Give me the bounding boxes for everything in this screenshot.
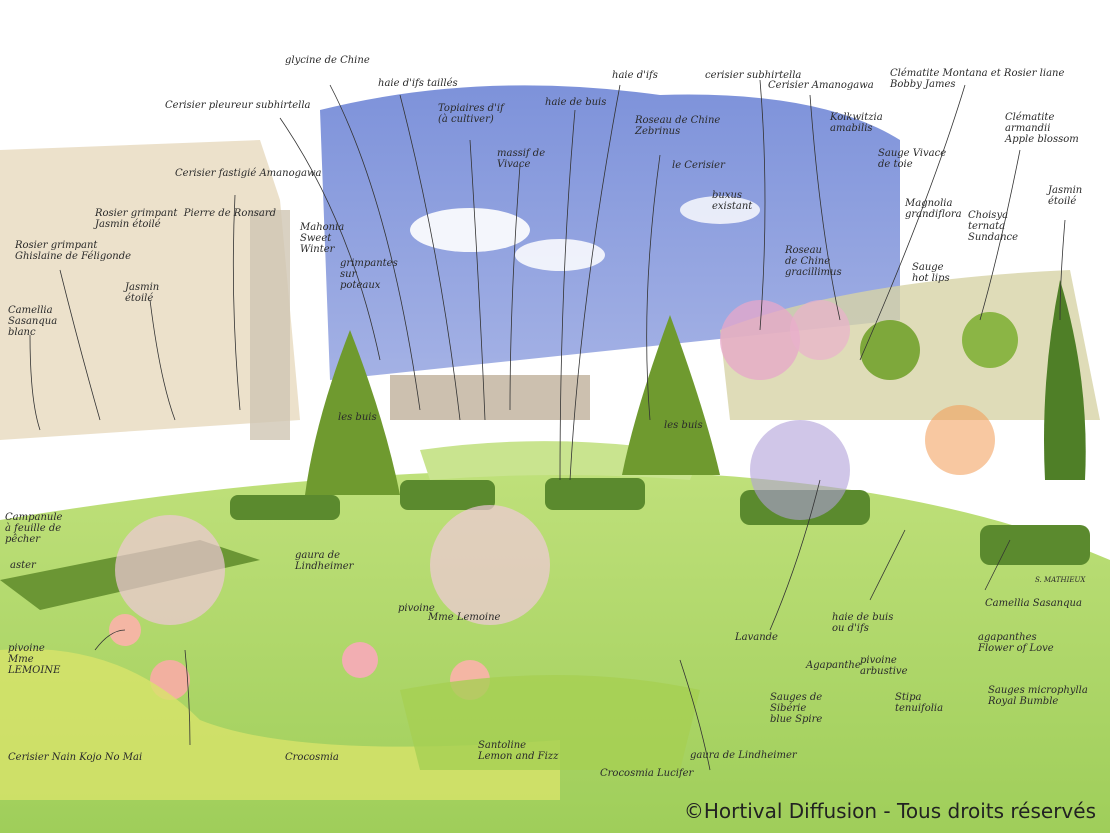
label-clematite-armandii: Clématite armandii Apple blossom bbox=[1005, 112, 1079, 145]
label-roseau-gracillimus: Roseau de Chine gracillimus bbox=[785, 245, 842, 278]
label-cerisier-subhirtella: cerisier subhirtella bbox=[705, 70, 802, 81]
box-hedge bbox=[400, 480, 495, 510]
label-haie-ifs-tailles: haie d'ifs taillés bbox=[378, 78, 458, 89]
label-glycine: glycine de Chine bbox=[285, 55, 370, 66]
stone-pillar bbox=[250, 210, 290, 440]
label-les-buis-left: les buis bbox=[338, 412, 377, 423]
label-lavande: Lavande bbox=[735, 632, 778, 643]
label-haie-buis-ifs: haie de buis ou d'ifs bbox=[832, 612, 894, 634]
pink-tree-front bbox=[430, 505, 550, 625]
label-roseau-zebrinus: Roseau de Chine Zebrinus bbox=[635, 115, 721, 137]
label-camellia-left: Camellia Sasanqua blanc bbox=[8, 305, 58, 338]
label-pivoine-left: pivoine Mme LEMOINE bbox=[8, 643, 61, 676]
lavender-bed bbox=[750, 420, 850, 520]
cloud bbox=[515, 239, 605, 271]
label-kolkwitzia: Kolkwitzia amabilis bbox=[830, 112, 883, 134]
label-stipa: Stipa tenuifolia bbox=[895, 692, 944, 714]
label-grimpantes: grimpantes sur poteaux bbox=[340, 258, 398, 291]
label-magnolia: Magnolia grandiflora bbox=[905, 198, 962, 220]
box-hedge bbox=[545, 478, 645, 510]
label-cerisier: le Cerisier bbox=[672, 160, 725, 171]
label-pivoine-top: pivoine bbox=[398, 603, 435, 614]
orange-flowers bbox=[925, 405, 995, 475]
label-choisya: Choisya ternata Sundance bbox=[968, 210, 1019, 243]
label-topiaires: Topiaires d'if (à cultiver) bbox=[438, 103, 504, 125]
label-sauges-microphylla: Sauges microphylla Royal Bumble bbox=[988, 685, 1088, 707]
label-rosier-pierre-ronsard: Rosier grimpant Pierre de Ronsard Jasmin… bbox=[95, 208, 277, 230]
label-santoline: Santoline Lemon and Fizz bbox=[478, 740, 559, 762]
label-sauge-vivace: Sauge Vivace de toie bbox=[878, 148, 947, 170]
label-rosier-feligonde: Rosier grimpant Ghislaine de Féligonde bbox=[15, 240, 132, 262]
columnar-tree bbox=[1044, 280, 1086, 480]
label-cerisier-amanogawa: Cerisier Amanogawa bbox=[768, 80, 874, 91]
peony bbox=[342, 642, 378, 678]
label-sauges-siberie: Sauges de Sibérie blue Spire bbox=[770, 692, 823, 725]
stone-wall bbox=[0, 140, 300, 440]
pink-tree bbox=[720, 300, 800, 380]
label-camellia-right: Camellia Sasanqua bbox=[985, 598, 1082, 609]
label-crocosmia: Crocosmia bbox=[285, 752, 339, 763]
label-sauge-hotlips: Sauge hot lips bbox=[912, 262, 950, 284]
label-gaura-bottom: gaura de Lindheimer bbox=[690, 750, 797, 761]
label-mahonia: Mahonia Sweet Winter bbox=[300, 222, 345, 255]
shrub bbox=[860, 320, 920, 380]
cloud bbox=[410, 208, 530, 252]
label-cerisier-fastigie: Cerisier fastigié Amanogawa bbox=[175, 168, 322, 179]
topiary-cone-right bbox=[622, 315, 720, 475]
label-agapanthes-flower: agapanthes Flower of Love bbox=[978, 632, 1054, 654]
label-mme-lemoine: Mme Lemoine bbox=[428, 612, 501, 623]
topiary-cone-left bbox=[305, 330, 400, 495]
label-jasmin-etoile-left: Jasmin étoilé bbox=[125, 282, 160, 304]
label-gaura-top: gaura de Lindheimer bbox=[295, 550, 354, 572]
santolina-bed bbox=[400, 675, 700, 770]
pink-tree-front bbox=[115, 515, 225, 625]
label-aster: aster bbox=[10, 560, 36, 571]
leader-lines bbox=[29, 79, 1066, 771]
distant-house bbox=[390, 375, 590, 420]
label-cerisier-nain: Cerisier Nain Kojo No Mai bbox=[8, 752, 143, 763]
label-buxus: buxus existant bbox=[712, 190, 753, 212]
label-crocosmia-lucifer: Crocosmia Lucifer bbox=[600, 768, 694, 779]
box-hedge bbox=[230, 495, 340, 520]
label-massif-vivace: massif de Vivace bbox=[497, 148, 546, 170]
label-pivoine-arbustive: pivoine arbustive bbox=[860, 655, 908, 677]
label-campanule: Campanule à feuille de pêcher bbox=[5, 512, 63, 545]
shrub bbox=[962, 312, 1018, 368]
label-jasmin-etoile-right: Jasmin étoilé bbox=[1048, 185, 1083, 207]
box-hedge bbox=[980, 525, 1090, 565]
pink-tree bbox=[790, 300, 850, 360]
label-haie-ifs: haie d'ifs bbox=[612, 70, 658, 81]
label-haie-buis-top-text: haie de buis bbox=[545, 97, 607, 108]
label-cerisier-pleureur: Cerisier pleureur subhirtella bbox=[165, 100, 311, 111]
copyright-notice: ©Hortival Diffusion - Tous droits réserv… bbox=[683, 799, 1096, 823]
label-les-buis-right: les buis bbox=[664, 420, 703, 431]
label-agapanthe: Agapanthe bbox=[806, 660, 861, 671]
label-clematite-montana: Clématite Montana et Rosier liane Bobby … bbox=[890, 68, 1065, 90]
cloud bbox=[680, 196, 760, 224]
artist-signature: S. MATHIEUX bbox=[1035, 576, 1086, 584]
